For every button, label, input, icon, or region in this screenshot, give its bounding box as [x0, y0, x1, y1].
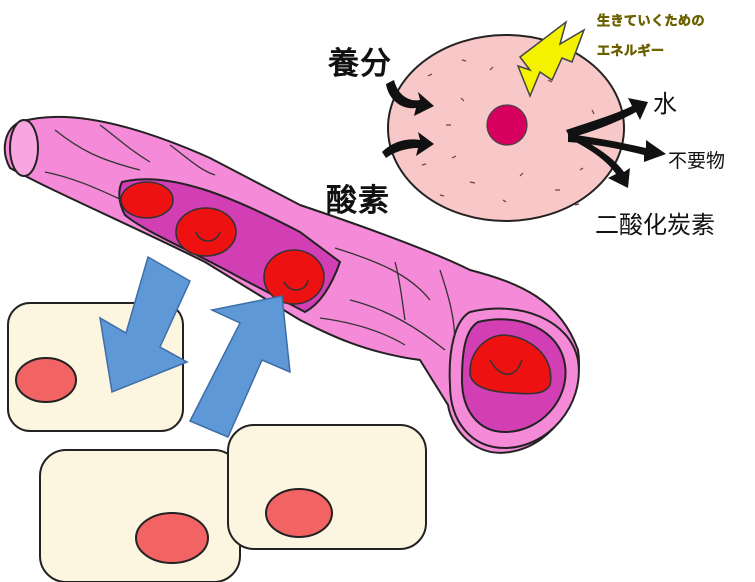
- label-water: 水: [653, 84, 677, 119]
- tissue-nucleus-left: [16, 358, 76, 402]
- tissue-nucleus-bottom-middle: [136, 513, 208, 563]
- label-oxygen: 酸素: [326, 175, 390, 220]
- vessel-left-end: [10, 120, 38, 176]
- tissue-cell-bottom-middle: [40, 450, 240, 582]
- label-energy-line2: エネルギー: [597, 40, 665, 59]
- exchange-arrow-in-icon: [190, 296, 290, 437]
- red-blood-cell-icon: [176, 208, 236, 256]
- label-nutrients: 養分: [328, 38, 392, 83]
- tissue-nucleus-bottom-right: [266, 489, 332, 537]
- cell-nucleus: [487, 105, 527, 145]
- tissue-cell-bottom-right: [228, 425, 426, 549]
- label-energy-line1: 生きていくための: [597, 10, 705, 29]
- red-blood-cell-icon: [121, 182, 173, 218]
- label-co2: 二酸化炭素: [595, 205, 715, 240]
- red-blood-cell-icon: [264, 250, 324, 304]
- label-waste: 不要物: [668, 146, 725, 173]
